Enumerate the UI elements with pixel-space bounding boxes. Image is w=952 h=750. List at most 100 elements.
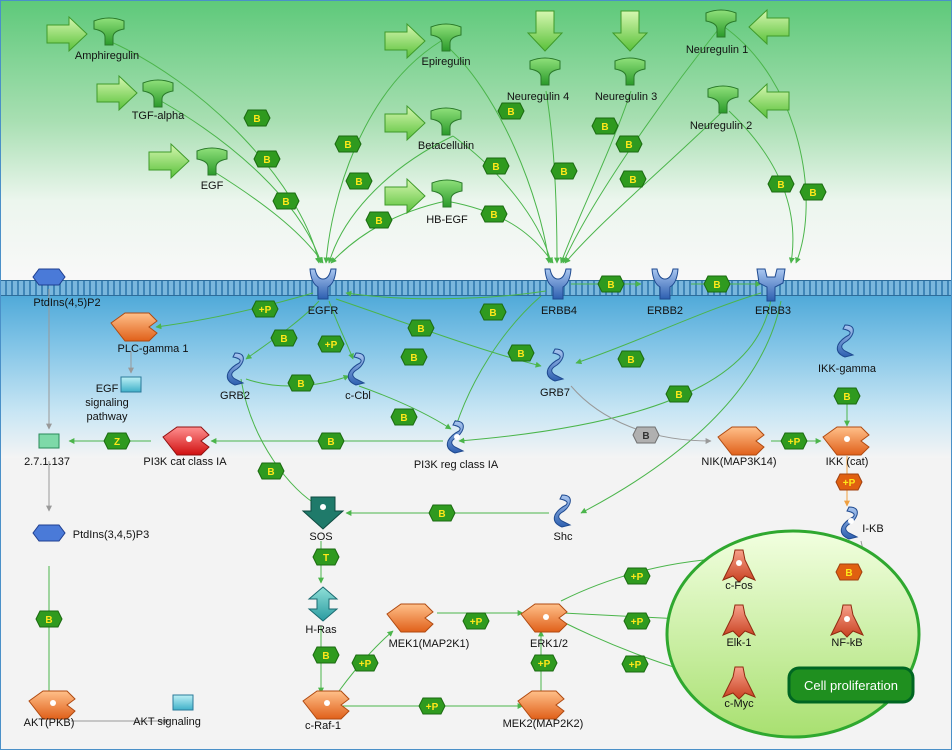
node-c-myc[interactable]: c-Myc	[722, 666, 756, 710]
label-erbb4: ERBB4	[541, 305, 577, 317]
badge-tag-z: Z	[103, 432, 131, 450]
node-amphiregulin[interactable]: Amphiregulin	[75, 17, 139, 62]
label-grb2: GRB2	[220, 390, 250, 402]
badge-binding: B	[619, 170, 647, 188]
svg-text:B: B	[560, 167, 567, 178]
svg-text:B: B	[843, 392, 850, 403]
node-neuregulin3[interactable]: Neuregulin 3	[595, 57, 657, 103]
node-neuregulin4[interactable]: Neuregulin 4	[507, 57, 569, 103]
svg-text:B: B	[263, 155, 270, 166]
badge-binding: B	[479, 303, 507, 321]
svg-text:B: B	[601, 122, 608, 133]
svg-text:B: B	[253, 114, 260, 125]
node-elk1[interactable]: Elk-1	[722, 604, 756, 649]
label-tgf-alpha: TGF-alpha	[132, 110, 185, 122]
node-hb-egf[interactable]: HB-EGF	[426, 179, 468, 226]
label-erk12: ERK1/2	[530, 638, 568, 650]
svg-text:B: B	[45, 615, 52, 626]
badge-binding: B	[617, 350, 645, 368]
svg-text:B: B	[375, 216, 382, 227]
cell-proliferation-label: Cell proliferation	[804, 678, 898, 693]
badge-phospho: +P	[621, 655, 649, 673]
svg-text:+P: +P	[629, 660, 642, 671]
node-nf-kb[interactable]: NF-kB	[830, 604, 864, 649]
node-h-ras[interactable]: H-Ras	[305, 586, 339, 636]
label-h-ras: H-Ras	[305, 624, 337, 636]
badge-binding: B	[480, 205, 508, 223]
cell-proliferation-box[interactable]: Cell proliferation	[787, 666, 915, 704]
badge-binding: B	[497, 102, 525, 120]
node-pi3k-reg[interactable]: PI3K reg class IA	[414, 420, 499, 471]
node-egf[interactable]: EGF	[196, 147, 228, 192]
svg-text:B: B	[777, 180, 784, 191]
badge-phospho: +P	[418, 697, 446, 715]
node-shc[interactable]: Shc	[554, 494, 573, 543]
node-akt-signaling[interactable]: AKT signaling	[133, 694, 201, 728]
node-ptdins345p3[interactable]: PtdIns(3,4,5)P3	[32, 524, 149, 542]
label-c-cbl: c-Cbl	[345, 390, 371, 402]
label-nf-kb: NF-kB	[831, 637, 862, 649]
stimulus-arrow-tgf-alpha	[96, 75, 138, 111]
node-grb7[interactable]: GRB7	[540, 348, 570, 399]
node-erbb3[interactable]: ERBB3	[755, 268, 791, 317]
stimulus-arrow-epiregulin	[384, 23, 426, 59]
badge-binding: B	[833, 387, 861, 405]
label-egf-pathway-1: EGF	[96, 383, 119, 395]
stimulus-arrow-neuregulin4	[527, 10, 563, 52]
svg-text:T: T	[323, 553, 329, 564]
badge-binding: B	[272, 192, 300, 210]
label-akt: AKT(PKB)	[24, 717, 75, 729]
node-plc-gamma1[interactable]: PLC-gamma 1	[110, 312, 188, 355]
node-2-7-1-137[interactable]: 2.7.1.137	[24, 433, 70, 468]
label-2-7-1-137: 2.7.1.137	[24, 456, 70, 468]
badge-binding: B	[243, 109, 271, 127]
node-mek1[interactable]: MEK1(MAP2K1)	[386, 603, 469, 650]
badge-binding: B	[365, 211, 393, 229]
node-egfr[interactable]: EGFR	[308, 268, 339, 317]
badge-binding: B	[334, 135, 362, 153]
badge-binding-inactive: B	[632, 426, 660, 444]
node-grb2[interactable]: GRB2	[220, 352, 250, 402]
node-epiregulin[interactable]: Epiregulin	[422, 23, 471, 68]
node-c-raf1[interactable]: c-Raf-1	[302, 690, 350, 732]
badge-binding: B	[799, 183, 827, 201]
label-pi3k-reg: PI3K reg class IA	[414, 459, 499, 471]
node-erk12[interactable]: ERK1/2	[520, 603, 568, 650]
node-egf-pathway[interactable]: EGF signaling pathway	[85, 376, 142, 423]
badge-binding: B	[317, 432, 345, 450]
label-elk1: Elk-1	[726, 637, 751, 649]
svg-text:B: B	[297, 379, 304, 390]
label-ptdins345p3: PtdIns(3,4,5)P3	[73, 529, 149, 541]
node-betacellulin[interactable]: Betacellulin	[418, 107, 474, 152]
label-neuregulin3: Neuregulin 3	[595, 91, 657, 103]
node-erbb4[interactable]: ERBB4	[541, 268, 577, 317]
node-sos[interactable]: SOS	[301, 496, 345, 543]
stimulus-arrow-egf	[148, 143, 190, 179]
node-neuregulin1[interactable]: Neuregulin 1	[686, 9, 748, 56]
node-mek2[interactable]: MEK2(MAP2K2)	[503, 690, 584, 730]
node-pi3k-cat[interactable]: PI3K cat class IA	[143, 426, 227, 468]
node-c-fos[interactable]: c-Fos	[722, 549, 756, 592]
svg-text:B: B	[713, 280, 720, 291]
label-egf-pathway-3: pathway	[87, 411, 128, 423]
node-c-cbl[interactable]: c-Cbl	[345, 352, 371, 402]
node-erbb2[interactable]: ERBB2	[647, 268, 683, 317]
node-tgf-alpha[interactable]: TGF-alpha	[132, 79, 185, 122]
node-akt[interactable]: AKT(PKB)	[24, 690, 76, 729]
label-erbb2: ERBB2	[647, 305, 683, 317]
label-sos: SOS	[309, 531, 332, 543]
svg-text:B: B	[327, 437, 334, 448]
node-ptdins45p2[interactable]: PtdIns(4,5)P2	[32, 268, 101, 309]
svg-text:B: B	[417, 324, 424, 335]
badge-phospho: +P	[780, 432, 808, 450]
node-nik[interactable]: NIK(MAP3K14)	[701, 426, 777, 468]
svg-text:B: B	[625, 140, 632, 151]
node-ikk-gamma[interactable]: IKK-gamma	[818, 324, 877, 375]
badge-binding: B	[345, 172, 373, 190]
node-ikk-cat[interactable]: IKK (cat)	[822, 426, 870, 468]
node-neuregulin2[interactable]: Neuregulin 2	[690, 85, 752, 132]
node-i-kb[interactable]: I-KB	[840, 506, 884, 540]
stimulus-arrow-neuregulin3	[612, 10, 648, 52]
